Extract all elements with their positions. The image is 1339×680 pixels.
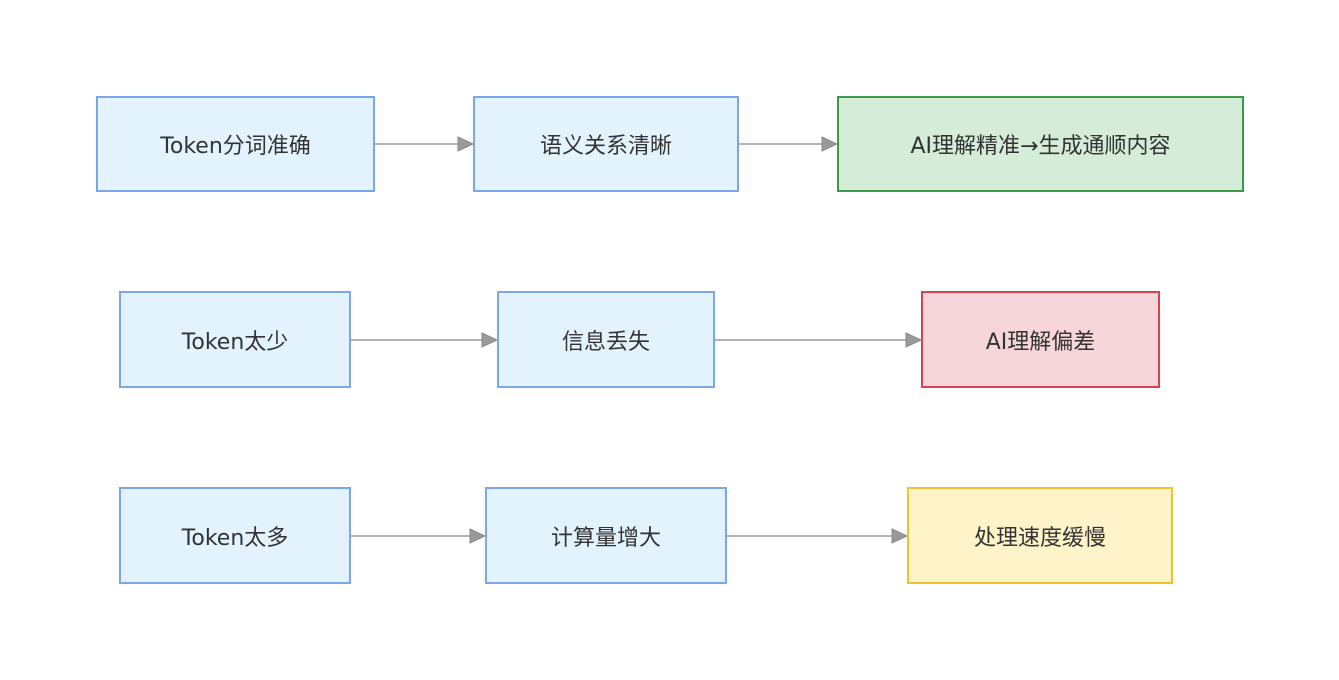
edge-arrowhead: [905, 332, 923, 348]
edge-arrowhead: [457, 136, 475, 152]
node-token-accurate: Token分词准确: [96, 96, 375, 192]
edge-arrowhead: [891, 528, 909, 544]
node-label: AI理解精准→生成通顺内容: [910, 134, 1171, 159]
node-compute-increase: 计算量增大: [485, 487, 727, 584]
node-label: Token分词准确: [160, 134, 311, 159]
node-label: Token太多: [181, 525, 289, 551]
node-label: 计算量增大: [550, 525, 661, 551]
node-token-too-few: Token太少: [119, 291, 351, 388]
node-info-loss: 信息丢失: [497, 291, 715, 388]
node-ai-precise: AI理解精准→生成通顺内容: [837, 96, 1244, 192]
edge-row3-1: [351, 528, 487, 544]
edge-row2-2: [715, 332, 923, 348]
node-ai-misunderstanding: AI理解偏差: [921, 291, 1160, 388]
edge-row3-2: [727, 528, 909, 544]
node-token-too-many: Token太多: [119, 487, 351, 584]
node-label: 语义关系清晰: [539, 134, 672, 159]
node-semantic-clear: 语义关系清晰: [473, 96, 739, 192]
node-label: AI理解偏差: [985, 329, 1096, 355]
node-label: Token太少: [181, 329, 289, 355]
edge-arrowhead: [469, 528, 487, 544]
node-slow-processing: 处理速度缓慢: [907, 487, 1173, 584]
edge-arrowhead: [481, 332, 499, 348]
node-label: 信息丢失: [561, 329, 650, 355]
node-label: 处理速度缓慢: [973, 525, 1106, 551]
edge-row2-1: [351, 332, 499, 348]
edge-row1-1: [375, 136, 475, 152]
edge-row1-2: [739, 136, 839, 152]
edge-arrowhead: [821, 136, 839, 152]
